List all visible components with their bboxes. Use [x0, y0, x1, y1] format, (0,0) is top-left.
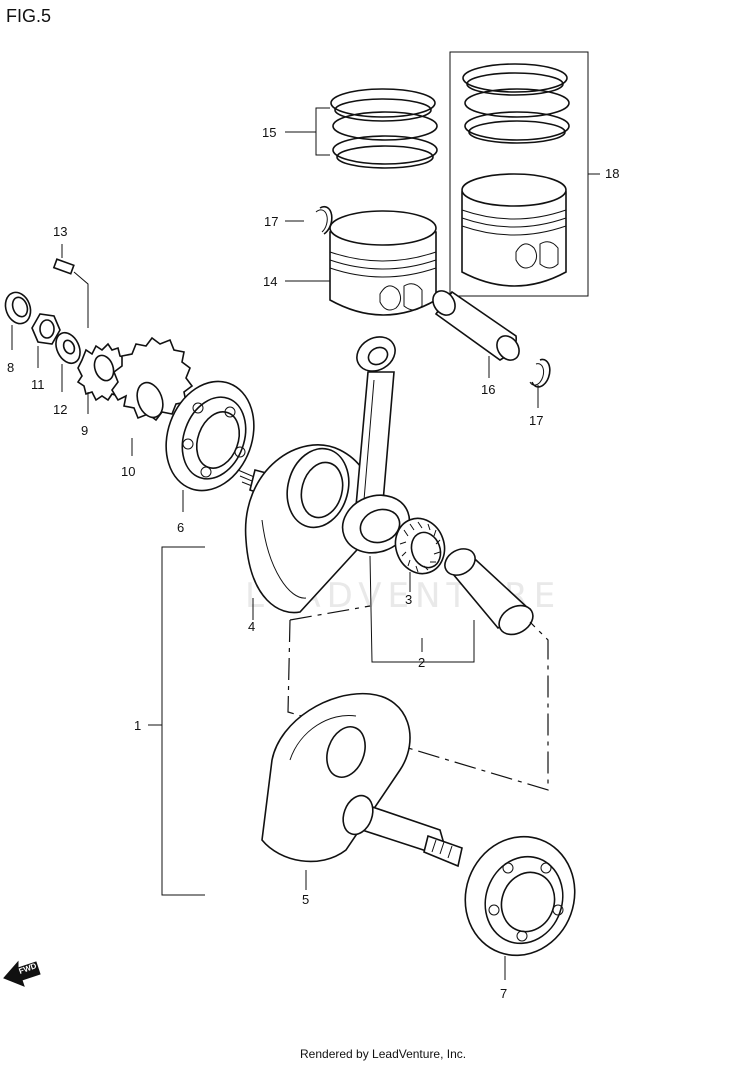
callout-13[interactable]: 13: [53, 224, 67, 239]
callout-7[interactable]: 7: [500, 986, 507, 1001]
callout-9[interactable]: 9: [81, 423, 88, 438]
callout-10[interactable]: 10: [121, 464, 135, 479]
callout-3[interactable]: 3: [405, 592, 412, 607]
crankshaft-left-part-4[interactable]: [237, 442, 376, 614]
callout-5[interactable]: 5: [302, 892, 309, 907]
washer-part-12[interactable]: [51, 329, 84, 367]
piston-part-14[interactable]: [329, 210, 437, 316]
callout-4[interactable]: 4: [248, 619, 255, 634]
circlip-part-17-lower[interactable]: [529, 358, 551, 388]
nut-part-11[interactable]: [31, 313, 61, 345]
callout-12[interactable]: 12: [53, 402, 67, 417]
piston-rings-part-15[interactable]: [330, 88, 438, 169]
callout-14[interactable]: 14: [263, 274, 277, 289]
footer-credit: Rendered by LeadVenture, Inc.: [300, 1047, 466, 1061]
bearing-part-7[interactable]: [449, 821, 592, 971]
callout-17-lower[interactable]: 17: [529, 413, 543, 428]
piston-pin-part-16[interactable]: [428, 287, 523, 365]
callout-18[interactable]: 18: [605, 166, 619, 181]
connecting-rod[interactable]: [334, 330, 417, 562]
needle-bearing-part-3[interactable]: [388, 511, 452, 580]
figure-title: FIG.5: [6, 6, 51, 26]
callout-11[interactable]: 11: [31, 377, 45, 392]
circlip-part-17-upper[interactable]: [315, 205, 333, 235]
bearing-part-6[interactable]: [151, 369, 268, 503]
crank-pin-part-2[interactable]: [440, 544, 538, 641]
callout-16[interactable]: 16: [481, 382, 495, 397]
piston-set-part-18[interactable]: [449, 51, 589, 297]
callout-15[interactable]: 15: [262, 125, 276, 140]
callout-17-upper[interactable]: 17: [264, 214, 278, 229]
oil-seal-part-8[interactable]: [1, 289, 34, 327]
forward-arrow-icon: FWD: [3, 960, 41, 987]
callout-8[interactable]: 8: [7, 360, 14, 375]
callout-1[interactable]: 1: [134, 718, 141, 733]
callout-6[interactable]: 6: [177, 520, 184, 535]
crankshaft-right-part-5[interactable]: [261, 692, 463, 868]
callout-2[interactable]: 2: [418, 655, 425, 670]
key-part-13[interactable]: [52, 258, 75, 275]
gear-part-10[interactable]: [111, 336, 194, 422]
